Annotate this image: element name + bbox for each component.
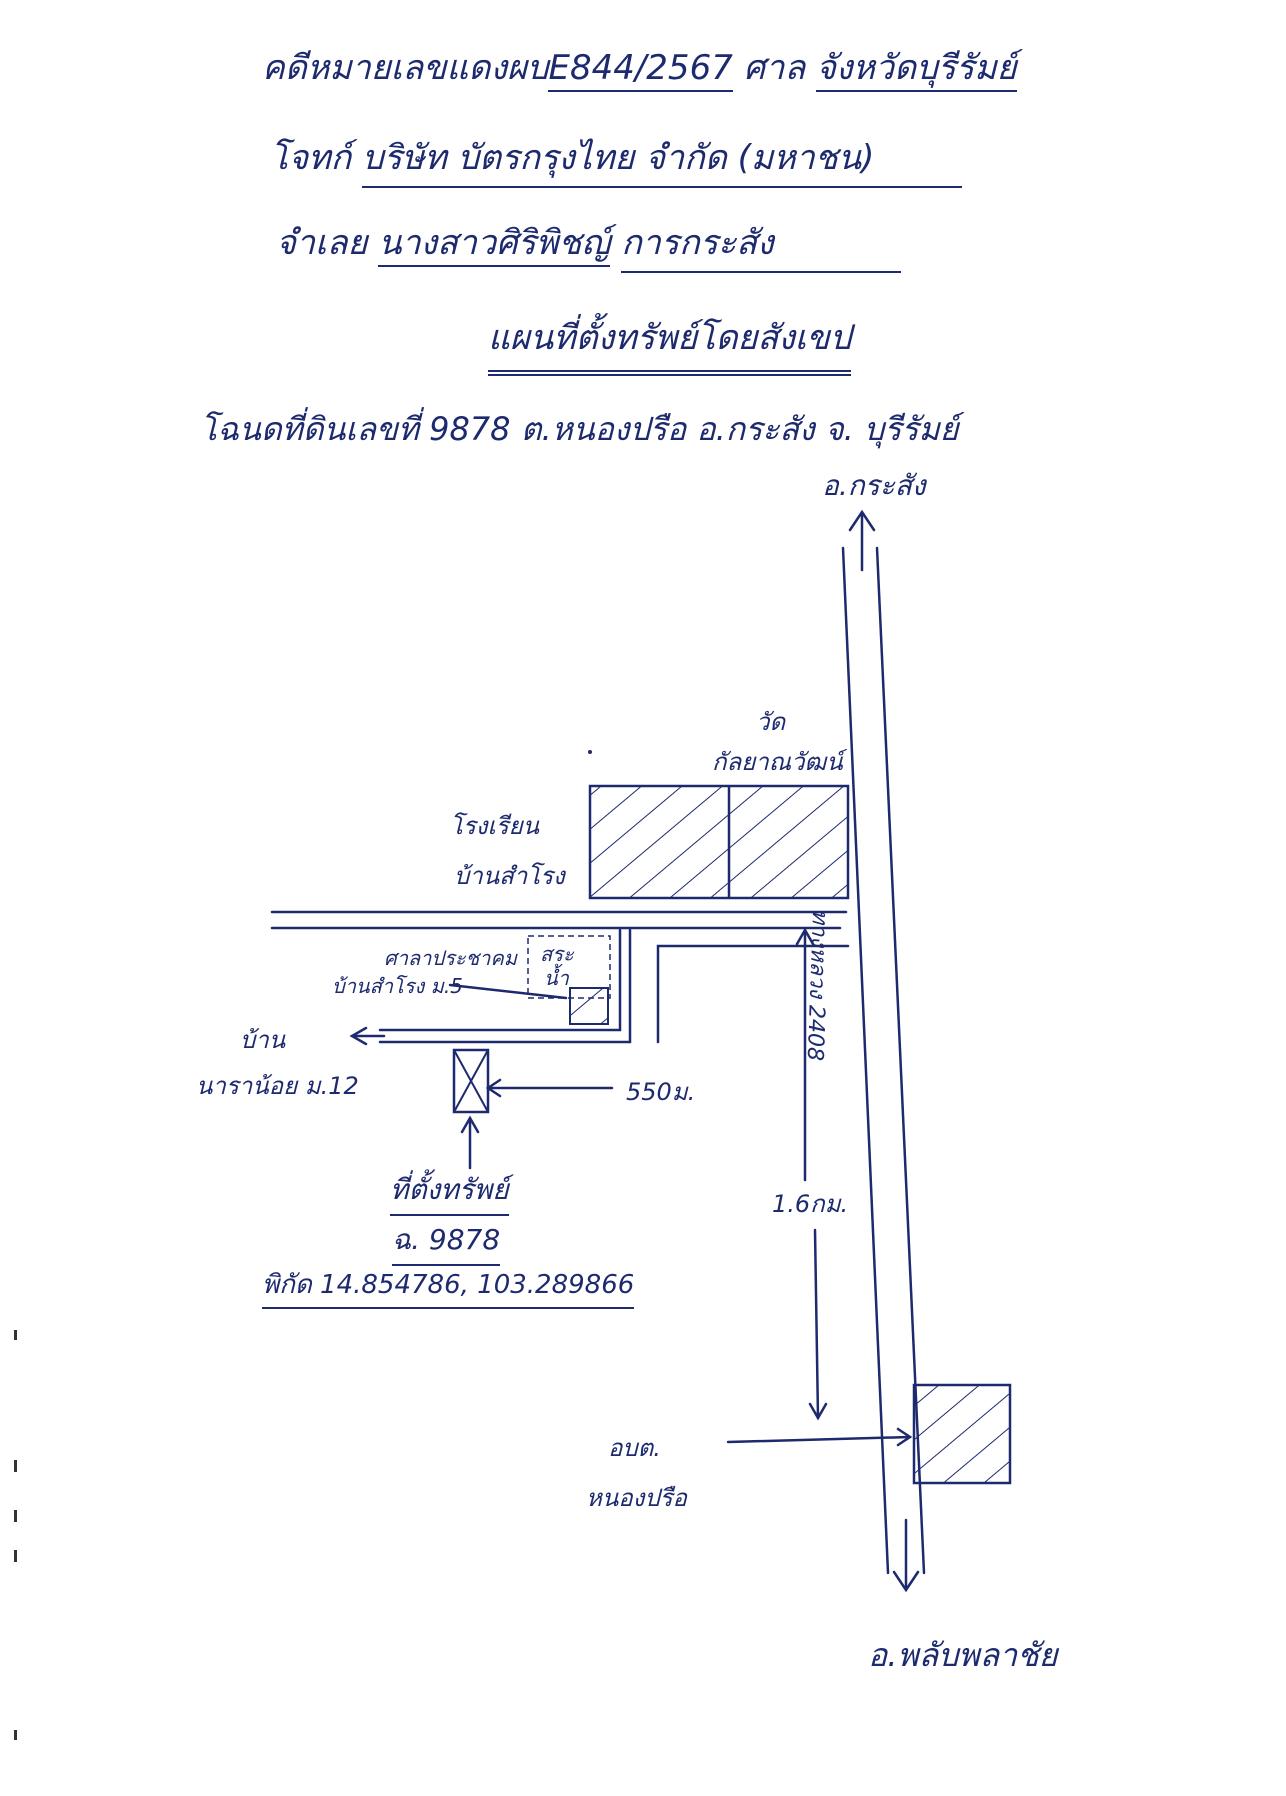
school-label-1: โรงเรียน xyxy=(450,812,540,840)
defendant-first-name: นางสาวศิริพิชญ์ xyxy=(378,223,611,267)
defendant-line: จำเลย นางสาวศิริพิชญ์ การกระสัง xyxy=(276,215,902,273)
inner-road xyxy=(656,944,850,1044)
margin-mark xyxy=(14,1510,17,1522)
south-label: อ.พลับพลาชัย xyxy=(868,1636,1058,1674)
plaintiff-label: โจทก์ xyxy=(270,138,352,178)
sao-office-block xyxy=(912,1383,1012,1485)
case-line: คดีหมายเลขแดงผบE844/2567 ศาล จังหวัดบุรี… xyxy=(262,40,1017,94)
plaintiff-line: โจทก์ บริษัท บัตรกรุงไทย จำกัด (มหาชน) xyxy=(270,130,962,188)
sao-pointer xyxy=(726,1435,912,1444)
sao-label-1: อบต. xyxy=(608,1434,661,1462)
plaintiff-name: บริษัท บัตรกรุงไทย จำกัด (มหาชน) xyxy=(362,130,962,188)
sao-label-2: หนองปรือ xyxy=(586,1484,687,1512)
village-label-1: บ้าน xyxy=(240,1026,286,1054)
court-prefix: ศาล xyxy=(743,48,806,88)
property-coordinates: พิกัด 14.854786, 103.289866 xyxy=(262,1264,635,1309)
property-pointer-head xyxy=(460,1115,480,1134)
temple-label-1: วัด xyxy=(756,708,786,736)
property-x-b xyxy=(453,1049,489,1113)
highway-left-edge xyxy=(841,546,890,1575)
distance-16-lower xyxy=(813,1228,820,1420)
south-arrow-head xyxy=(892,1570,920,1593)
stray-dot xyxy=(588,750,592,754)
map-title: แผนที่ตั้งทรัพย์โดยสังเขป xyxy=(488,310,852,376)
distance-16-label: 1.6กม. xyxy=(772,1190,849,1218)
margin-mark xyxy=(14,1730,17,1740)
school-label-2: บ้านสำโรง xyxy=(454,862,565,890)
property-label: ที่ตั้งทรัพย์ xyxy=(390,1168,509,1216)
pond-label-2: น้ำ xyxy=(544,966,569,990)
distance-550-label: 550ม. xyxy=(626,1078,696,1106)
highway-label: ทางหลวง 2408 xyxy=(801,908,833,1062)
case-number: E844/2567 xyxy=(548,48,733,92)
temple-school-block xyxy=(588,784,850,900)
pond-box xyxy=(569,987,609,1025)
hall-pointer xyxy=(448,983,568,1000)
margin-mark xyxy=(14,1460,17,1472)
distance-16-lower-head xyxy=(808,1402,828,1421)
margin-mark xyxy=(14,1550,17,1562)
north-arrow-head xyxy=(848,509,876,532)
case-prefix: คดีหมายเลขแดงผบ xyxy=(262,48,549,88)
temple-label-2: กัลยาณวัฒน์ xyxy=(712,748,843,776)
pond-label-1: สระ xyxy=(540,942,574,966)
village-arrow-head xyxy=(349,1026,368,1046)
property-parcel xyxy=(452,1048,490,1114)
margin-mark xyxy=(14,1330,17,1340)
property-deed-label: ฉ. 9878 xyxy=(392,1218,501,1266)
sao-pointer-head xyxy=(896,1427,913,1447)
hall-label-2: บ้านสำโรง ม.5 xyxy=(332,974,463,998)
defendant-label: จำเลย xyxy=(276,223,368,263)
village-label-2: นาราน้อย ม.12 xyxy=(196,1072,359,1100)
distance-16-upper-head xyxy=(795,927,815,946)
deed-line: โฉนดที่ดินเลขที่ 9878 ต.หนองปรือ อ.กระสั… xyxy=(200,410,959,448)
court-name: จังหวัดบุรีรัมย์ xyxy=(815,48,1017,92)
defendant-last-name: การกระสัง xyxy=(621,215,902,273)
hall-label-1: ศาลาประชาคม xyxy=(384,946,517,970)
north-label: อ.กระสัง xyxy=(822,469,926,502)
